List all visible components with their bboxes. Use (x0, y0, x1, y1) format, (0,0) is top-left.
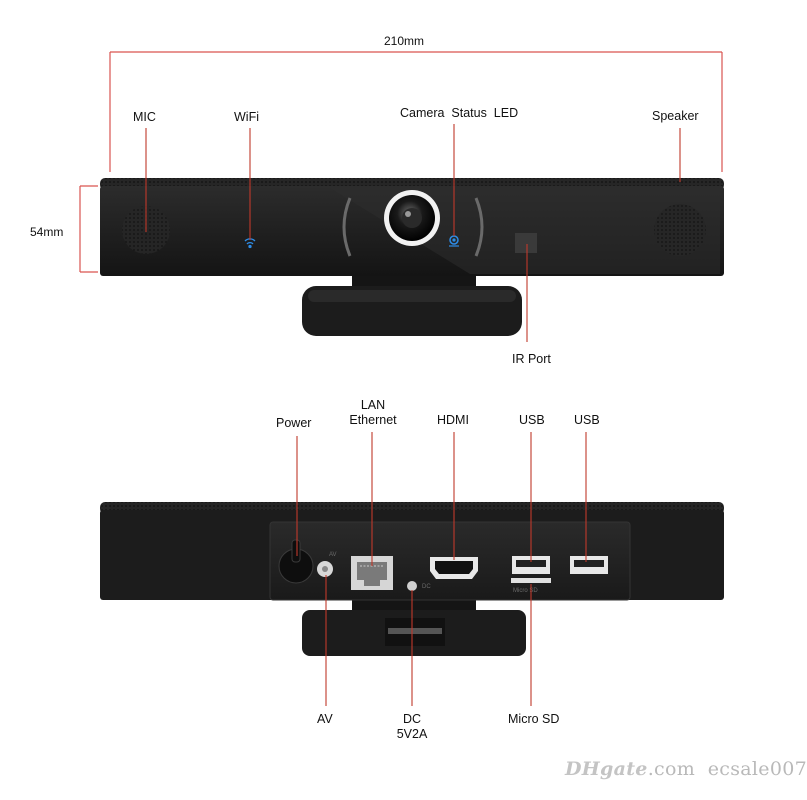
back-stand (302, 592, 526, 656)
width-label: 210mm (384, 34, 425, 48)
label-dc-line2: 5V2A (396, 727, 428, 741)
panel-print-dc: DC (422, 584, 431, 590)
label-speaker: Speaker (652, 109, 699, 123)
camera-lens-icon (384, 190, 440, 246)
label-av: AV (317, 712, 333, 726)
watermark-seller: ecsale007 (707, 758, 807, 780)
label-dc: DC 5V2A (392, 712, 432, 742)
wifi-icon (244, 238, 256, 249)
dc-jack-icon (407, 581, 417, 591)
usb-port-icon (512, 556, 550, 574)
label-lan-line1: LAN (360, 398, 386, 412)
label-camera-status-led: Camera Status LED (400, 106, 519, 120)
back-webcam-body: AV DC Micro SD (100, 502, 724, 601)
panel-print-micro-sd: Micro SD (513, 588, 538, 594)
micro-sd-slot (511, 578, 551, 583)
speaker-grille-icon (654, 204, 706, 256)
label-usb-2: USB (574, 413, 600, 427)
label-dc-line1: DC (402, 712, 422, 726)
watermark-domain: .com (647, 758, 696, 780)
label-lan-line2: Ethernet (349, 413, 397, 427)
label-mic: MIC (133, 110, 156, 124)
av-jack-icon (317, 561, 333, 577)
height-label: 54mm (30, 225, 64, 239)
front-webcam-body (100, 178, 724, 276)
back-leader-lines (296, 432, 587, 706)
power-button-icon (278, 539, 314, 584)
label-hdmi: HDMI (437, 413, 469, 427)
front-leader-lines (145, 124, 681, 342)
label-ir-port: IR Port (512, 352, 551, 366)
label-wifi: WiFi (234, 110, 259, 124)
hdmi-port-icon (430, 557, 478, 579)
ethernet-port-icon (351, 556, 393, 590)
height-dimension (79, 185, 98, 273)
label-micro-sd: Micro SD (508, 712, 560, 726)
label-usb-1: USB (519, 413, 545, 427)
usb-port-icon-2 (570, 556, 608, 574)
watermark-brand: DHgate (565, 758, 648, 780)
watermark: DHgate.com ecsale007 (565, 758, 807, 780)
ir-port (515, 233, 537, 253)
panel-print-av: AV (329, 552, 337, 558)
label-power: Power (276, 416, 312, 430)
width-dimension (109, 51, 723, 172)
front-stand (302, 268, 522, 336)
label-lan: LAN Ethernet (345, 398, 401, 428)
